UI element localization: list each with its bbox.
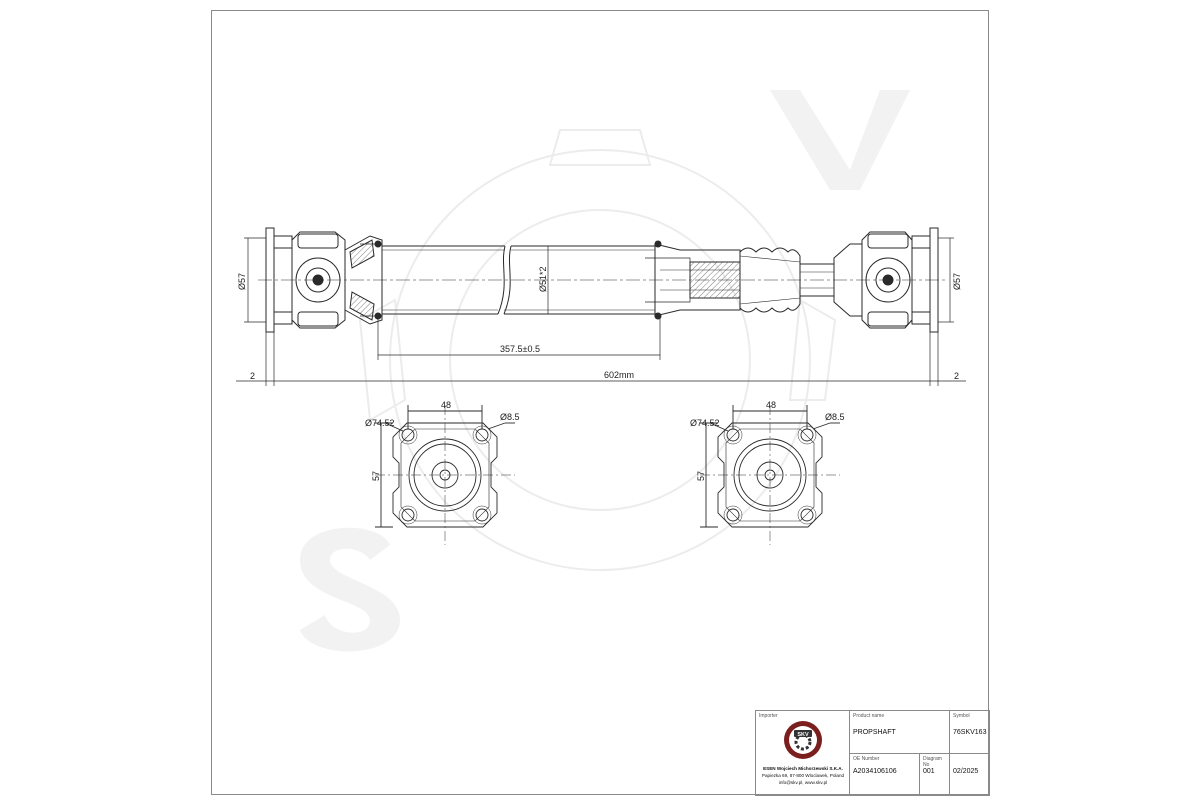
importer-name: ESEN Wojciech Michorzewski S.K.A. [763,766,843,771]
flange1-bolt-circle: Ø74.52 [365,418,395,428]
symbol-label: Symbol [953,713,970,719]
symbol-cell: Symbol 76SKV163 [950,711,990,754]
watermark-gear [358,129,837,571]
rubber-boot [739,247,801,313]
oe-number: A2034106106 [853,768,897,775]
importer-label: Importer [759,713,778,719]
skv-logo: SKV [784,721,822,759]
dim-length-partial: 357.5±0.5 [500,344,540,354]
date-cell: 02/2025 [950,754,990,796]
dim-gap-right: 2 [954,371,959,381]
flange1-height: 57 [371,471,381,481]
dimension-lines [236,237,966,386]
flange2-hole-diameter: Ø8.5 [825,412,845,422]
date-value: 02/2025 [953,768,979,775]
dim-gap-left: 2 [250,371,255,381]
product-name: PROPSHAFT [853,729,896,736]
flange1-hole-diameter: Ø8.5 [500,412,520,422]
left-yoke [291,231,346,329]
dim-flange-left: Ø57 [237,273,247,290]
product-name-cell: Product name PROPSHAFT [850,711,950,754]
title-block: Importer SKV ESEN Wojciech Michorzewski … [755,710,990,796]
dim-tube-diameter: Ø51*2 [538,266,548,292]
flange2-height: 57 [696,471,706,481]
oe-number-label: OE Number [853,756,880,762]
drawing-sheet [211,10,989,795]
oe-number-cell: OE Number A2034106106 [850,754,920,796]
diagram-no: 001 [923,768,935,775]
dim-flange-right: Ø57 [952,273,962,290]
logo-text: SKV [797,732,809,738]
dim-length-total: 602mm [604,370,634,380]
symbol-value: 76SKV163 [953,729,987,736]
importer-address: Papiezka 69, 87-800 Wloclawek, Poland [761,773,845,778]
flange1-bolt-spacing: 48 [441,400,451,410]
importer-cell: Importer SKV ESEN Wojciech Michorzewski … [756,711,850,796]
shaft-side-view [258,227,948,333]
flange2-bolt-circle: Ø74.52 [690,418,720,428]
importer-contact: info@skv.pl, www.skv.pl [778,780,828,785]
diagram-no-label: Diagram No [923,756,942,768]
flange-view-2: 48 Ø74.52 Ø8.5 57 [690,400,845,545]
flange-view-1: 48 Ø74.52 Ø8.5 57 [365,400,520,545]
flange2-bolt-spacing: 48 [766,400,776,410]
diagram-no-cell: Diagram No 001 [920,754,950,796]
product-name-label: Product name [853,713,885,719]
watermark-letters [300,90,910,652]
